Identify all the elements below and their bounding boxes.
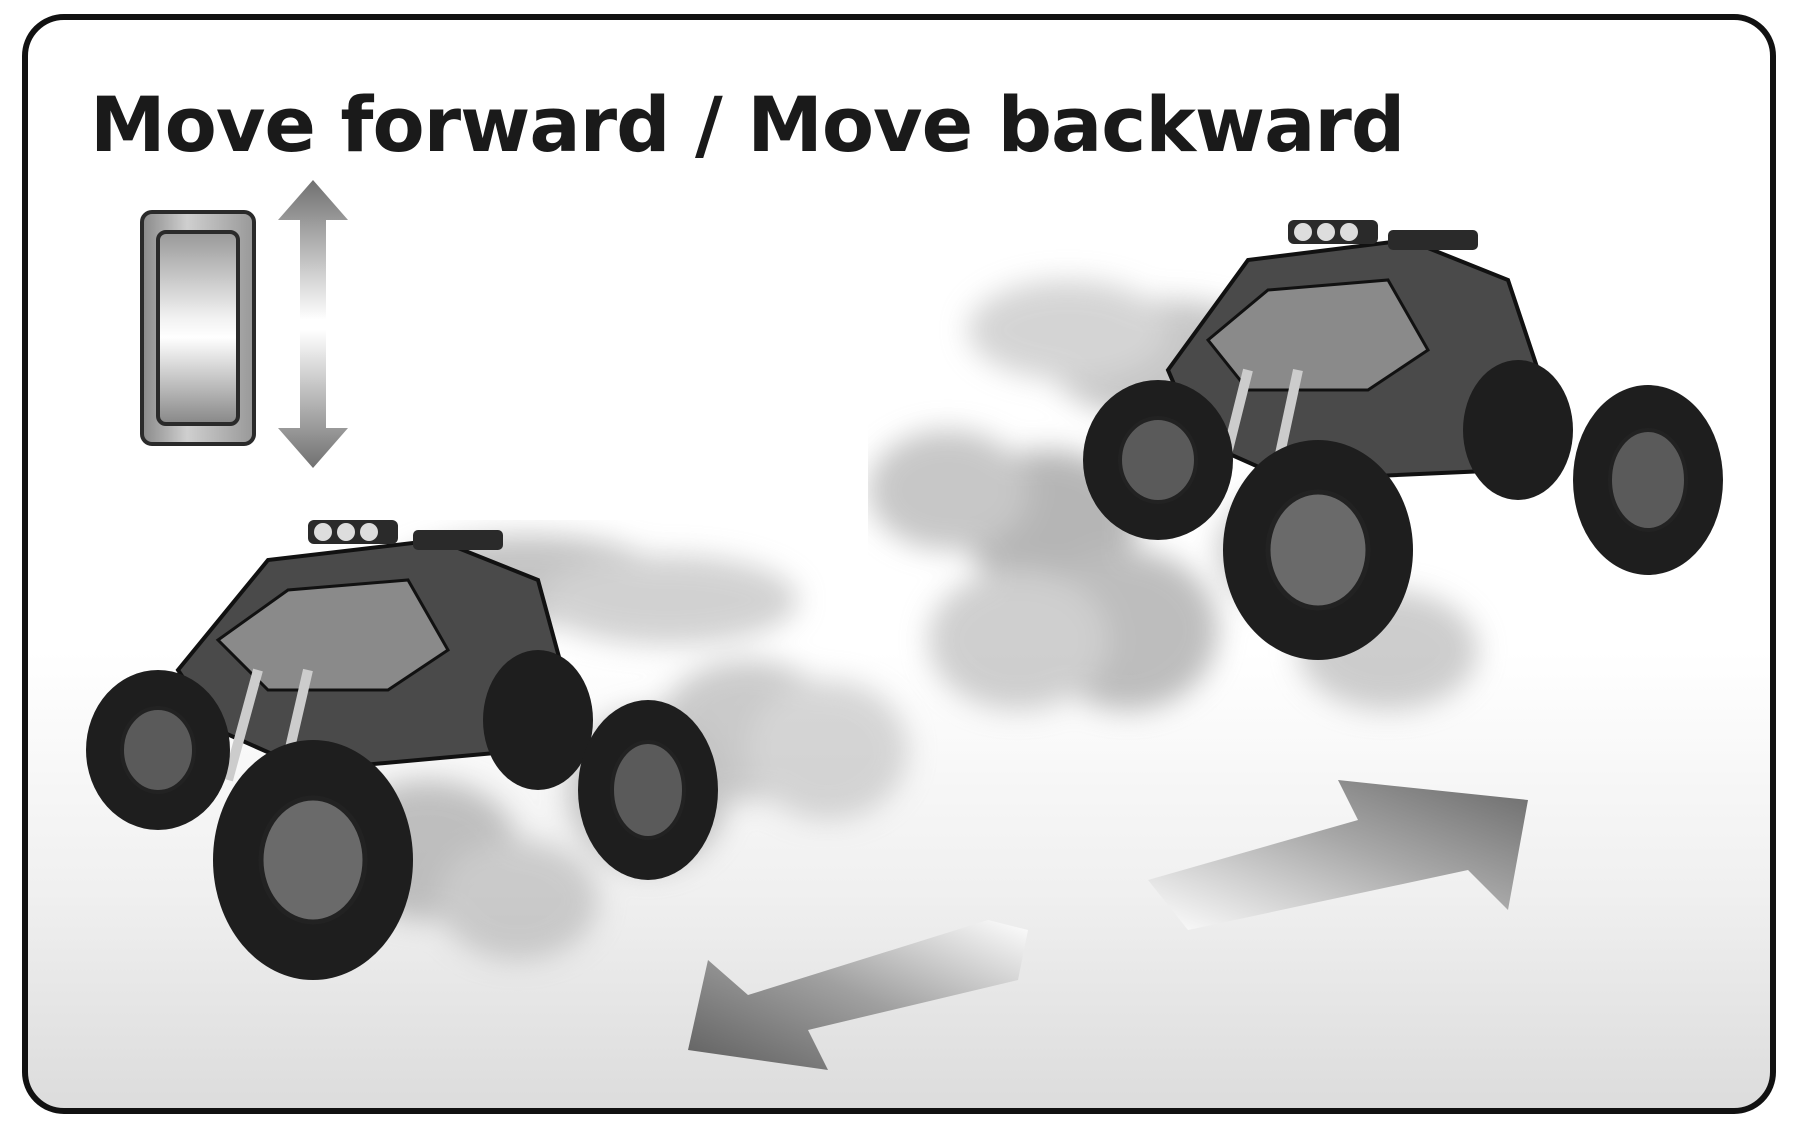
arrow-up-right-icon xyxy=(1148,760,1548,940)
rc-car-icon xyxy=(868,220,1748,760)
double-vertical-arrow-icon xyxy=(268,180,358,470)
panel-title: Move forward / Move backward xyxy=(90,80,1404,169)
rocker-switch-icon xyxy=(140,210,256,446)
rocker-switch-paddle xyxy=(156,230,240,426)
instruction-panel: Move forward / Move backward xyxy=(22,14,1776,1114)
rc-car-icon xyxy=(68,520,968,1080)
